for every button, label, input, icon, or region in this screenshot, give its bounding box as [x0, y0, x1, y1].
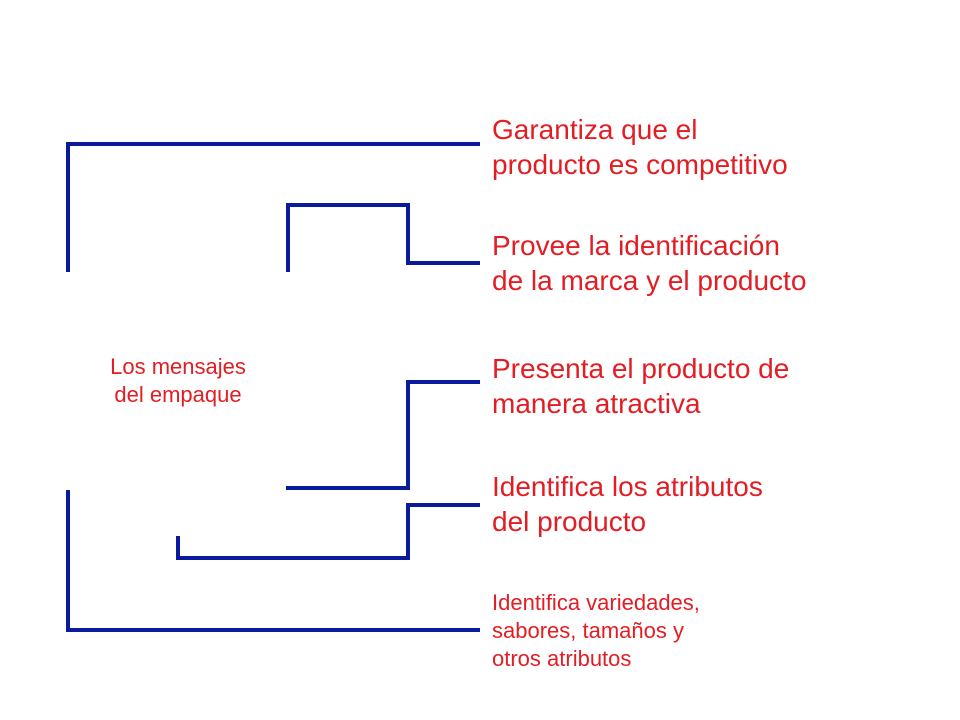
item-label-5: Identifica variedades, sabores, tamaños …: [492, 589, 700, 673]
item-label-line: Garantiza que el: [492, 114, 698, 145]
item-label-line: Identifica los atributos: [492, 471, 763, 502]
item-label-line: producto es competitivo: [492, 149, 788, 180]
item-label-4: Identifica los atributos del producto: [492, 469, 763, 539]
item-label-line: manera atractiva: [492, 388, 701, 419]
connector-item-2: [286, 203, 480, 272]
item-label-3: Presenta el producto de manera atractiva: [492, 351, 789, 421]
item-label-line: Presenta el producto de: [492, 353, 790, 384]
connector-item-1: [66, 142, 480, 272]
item-label-line: sabores, tamaños y: [492, 618, 684, 643]
center-label: Los mensajes del empaque: [68, 353, 288, 409]
item-label-line: de la marca y el producto: [492, 265, 807, 296]
item-label-line: Identifica variedades,: [492, 590, 700, 615]
center-label-line: Los mensajes: [110, 354, 246, 379]
item-label-1: Garantiza que el producto es competitivo: [492, 112, 788, 182]
connector-item-4: [176, 503, 480, 560]
item-label-2: Provee la identificación de la marca y e…: [492, 228, 806, 298]
center-label-line: del empaque: [114, 382, 242, 407]
connector-item-3: [286, 380, 480, 490]
item-label-line: otros atributos: [492, 646, 632, 671]
item-label-line: Provee la identificación: [492, 230, 780, 261]
item-label-line: del producto: [492, 506, 647, 537]
connector-item-5: [66, 490, 480, 632]
